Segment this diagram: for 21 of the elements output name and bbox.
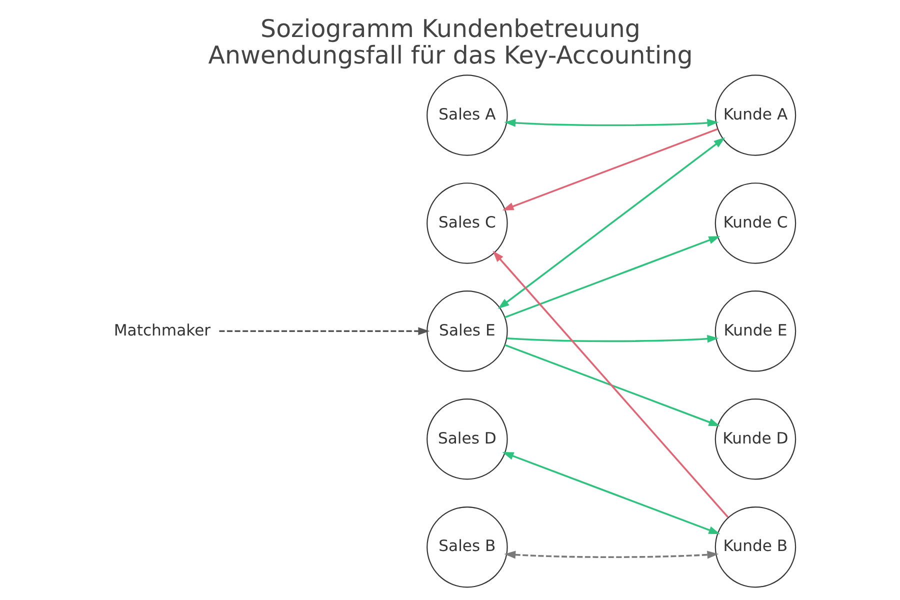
arrow — [504, 118, 718, 127]
node-circle: Sales A — [426, 74, 508, 156]
diagram-title: Soziogramm Kundenbetreuung — [260, 14, 640, 43]
node-circle: Kunde C — [714, 182, 796, 264]
arrow — [504, 550, 718, 559]
node-circle: Kunde B — [714, 506, 796, 588]
node-circle: Sales B — [426, 506, 508, 588]
node-circle: Sales D — [426, 398, 508, 480]
arrow — [497, 137, 725, 309]
arrow — [492, 250, 728, 518]
arrow — [506, 334, 718, 343]
node-text: Matchmaker — [113, 321, 210, 340]
node-circle: Sales E — [426, 290, 508, 372]
arrow — [218, 327, 430, 336]
caption: Anwendungsfall für das Key-Accounting — [208, 40, 692, 70]
node-circle: Kunde E — [714, 290, 796, 372]
arrow — [502, 452, 720, 534]
node-circle: Kunde D — [714, 398, 796, 480]
arrow — [502, 128, 718, 210]
arrow — [504, 236, 720, 318]
arrow — [504, 344, 720, 426]
